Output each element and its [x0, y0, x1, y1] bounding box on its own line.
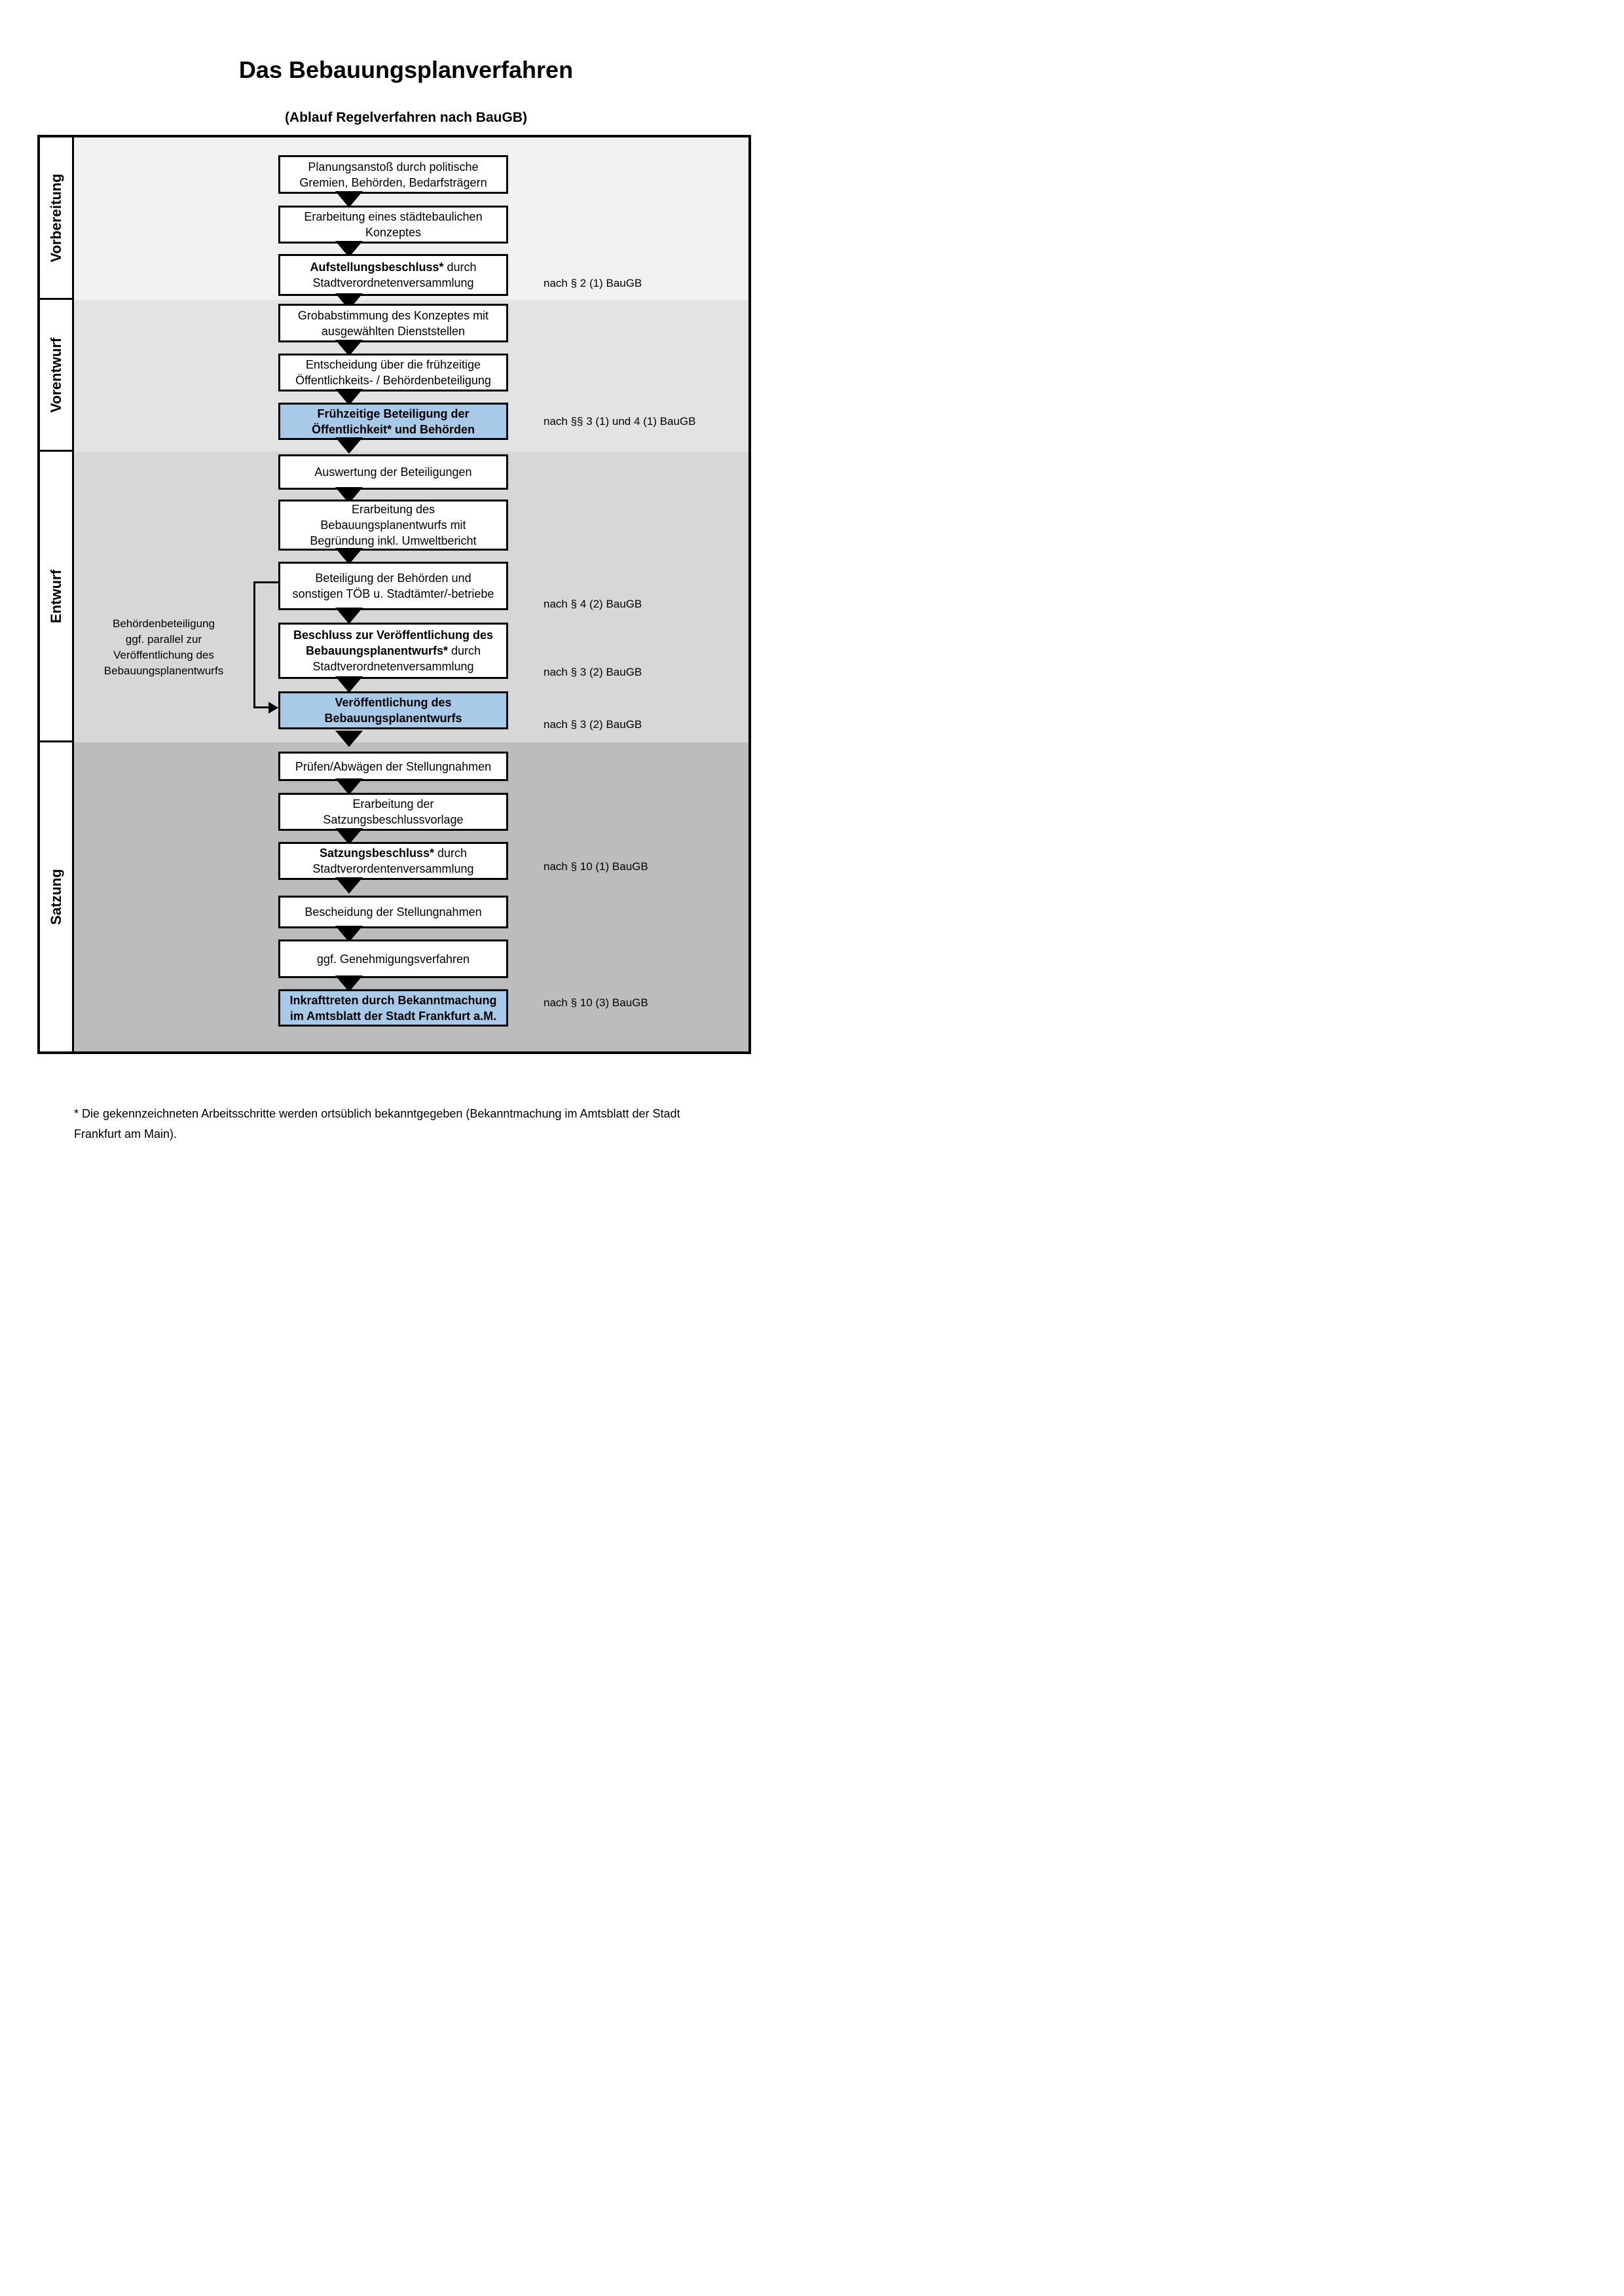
- box-text: Bescheidung der Stellungnahmen: [304, 905, 482, 919]
- phase-cell-satzung: Satzung: [40, 742, 74, 1051]
- box-text: Aufstellungsbeschluss* durch Stadtverord…: [310, 261, 477, 289]
- arrow-down-icon: [335, 975, 363, 992]
- arrow-down-icon: [335, 778, 363, 795]
- legal-note: nach §§ 3 (1) und 4 (1) BauGB: [544, 415, 696, 428]
- phase-label-entwurf: Entwurf: [47, 569, 64, 623]
- box-text: Planungsanstoß durch politische Gremien,…: [299, 160, 487, 189]
- flow-box-entwurf-erarbeitung: Erarbeitung des Bebauungsplanentwurfs mi…: [278, 500, 508, 551]
- phase-cell-vorbereitung: Vorbereitung: [40, 137, 74, 300]
- box-text: Frühzeitige Beteiligung der Öffentlichke…: [311, 407, 475, 436]
- legal-note: nach § 2 (1) BauGB: [544, 277, 642, 289]
- flow-box-veroeffentlichungsbeschluss: Beschluss zur Veröffentlichung des Bebau…: [278, 623, 508, 679]
- flow-box-entscheidung-beteiligung: Entscheidung über die frühzeitige Öffent…: [278, 354, 508, 392]
- legal-note: nach § 10 (1) BauGB: [544, 860, 648, 873]
- box-text: Beteiligung der Behörden und sonstigen T…: [292, 572, 494, 600]
- arrow-down-icon: [335, 548, 363, 564]
- flowchart-page: Das Bebauungsplanverfahren (Ablauf Regel…: [0, 0, 812, 1148]
- box-text: Prüfen/Abwägen der Stellungnahmen: [295, 759, 492, 773]
- flow-box-genehmigungsverfahren: ggf. Genehmigungsverfahren: [278, 939, 508, 978]
- flow-box-auswertung: Auswertung der Beteiligungen: [278, 454, 508, 490]
- box-text: Erarbeitung des Bebauungsplanentwurfs mi…: [310, 503, 477, 547]
- phase-label-vorbereitung: Vorbereitung: [47, 173, 64, 263]
- flow-box-aufstellungsbeschluss: Aufstellungsbeschluss* durch Stadtverord…: [278, 254, 508, 296]
- arrow-down-icon: [335, 340, 363, 356]
- box-text: Veröffentlichung des Bebauungsplanentwur…: [324, 696, 462, 725]
- flow-box-veroeffentlichung: Veröffentlichung des Bebauungsplanentwur…: [278, 691, 508, 729]
- box-text: Entscheidung über die frühzeitige Öffent…: [295, 358, 491, 387]
- bracket-line-vertical: [253, 581, 255, 708]
- flow-box-konzept-erarbeitung: Erarbeitung eines städtebaulichen Konzep…: [278, 206, 508, 244]
- legal-note: nach § 3 (2) BauGB: [544, 718, 642, 731]
- parallel-procedure-note: Behördenbeteiligung ggf. parallel zur Ve…: [103, 617, 224, 677]
- phase-label-vorentwurf: Vorentwurf: [47, 337, 64, 412]
- legal-note: nach § 4 (2) BauGB: [544, 598, 642, 610]
- bracket-line-top: [253, 581, 278, 583]
- box-text: Grobabstimmung des Konzeptes mit ausgewä…: [297, 308, 489, 338]
- phase-label-satzung: Satzung: [47, 869, 64, 925]
- flow-box-satzungsvorlage: Erarbeitung der Satzungsbeschlussvorlage: [278, 793, 508, 831]
- box-text: Erarbeitung der Satzungsbeschlussvorlage: [323, 797, 464, 826]
- arrow-down-icon: [335, 437, 363, 454]
- arrow-right-icon: [268, 702, 278, 714]
- box-text: Satzungsbeschluss* durch Stadtverordente…: [312, 847, 474, 875]
- arrow-down-icon: [335, 191, 363, 208]
- box-text: ggf. Genehmigungsverfahren: [316, 952, 470, 966]
- arrow-down-icon: [335, 731, 363, 747]
- phase-cell-entwurf: Entwurf: [40, 452, 74, 742]
- flow-box-fruehzeitige-beteiligung: Frühzeitige Beteiligung der Öffentlichke…: [278, 403, 508, 440]
- legal-note: nach § 10 (3) BauGB: [544, 996, 648, 1009]
- bracket-line-bottom: [253, 706, 270, 708]
- legal-note: nach § 3 (2) BauGB: [544, 666, 642, 678]
- flow-box-pruefen-abwaegen: Prüfen/Abwägen der Stellungnahmen: [278, 752, 508, 781]
- arrow-down-icon: [335, 389, 363, 405]
- arrow-down-icon: [335, 926, 363, 942]
- page-title: Das Bebauungsplanverfahren: [238, 56, 574, 83]
- arrow-down-icon: [335, 877, 363, 894]
- arrow-down-icon: [335, 676, 363, 693]
- page-subtitle: (Ablauf Regelverfahren nach BauGB): [285, 110, 527, 125]
- box-text: Inkrafttreten durch Bekanntmachung im Am…: [289, 993, 497, 1023]
- flow-box-grobabstimmung: Grobabstimmung des Konzeptes mit ausgewä…: [278, 304, 508, 342]
- arrow-down-icon: [335, 828, 363, 845]
- footnote: * Die gekennzeichneten Arbeitsschritte w…: [74, 1107, 680, 1140]
- box-text: Beschluss zur Veröffentlichung des Bebau…: [293, 629, 494, 673]
- box-text: Auswertung der Beteiligungen: [314, 465, 472, 479]
- arrow-down-icon: [335, 608, 363, 624]
- flow-box-bescheidung: Bescheidung der Stellungnahmen: [278, 896, 508, 928]
- flow-box-behoerdenbeteiligung: Beteiligung der Behörden und sonstigen T…: [278, 562, 508, 610]
- box-text: Erarbeitung eines städtebaulichen Konzep…: [304, 210, 483, 239]
- flow-box-inkrafttreten: Inkrafttreten durch Bekanntmachung im Am…: [278, 989, 508, 1027]
- flow-box-satzungsbeschluss: Satzungsbeschluss* durch Stadtverordente…: [278, 842, 508, 880]
- phase-cell-vorentwurf: Vorentwurf: [40, 300, 74, 452]
- flow-box-planungsanstoss: Planungsanstoß durch politische Gremien,…: [278, 155, 508, 194]
